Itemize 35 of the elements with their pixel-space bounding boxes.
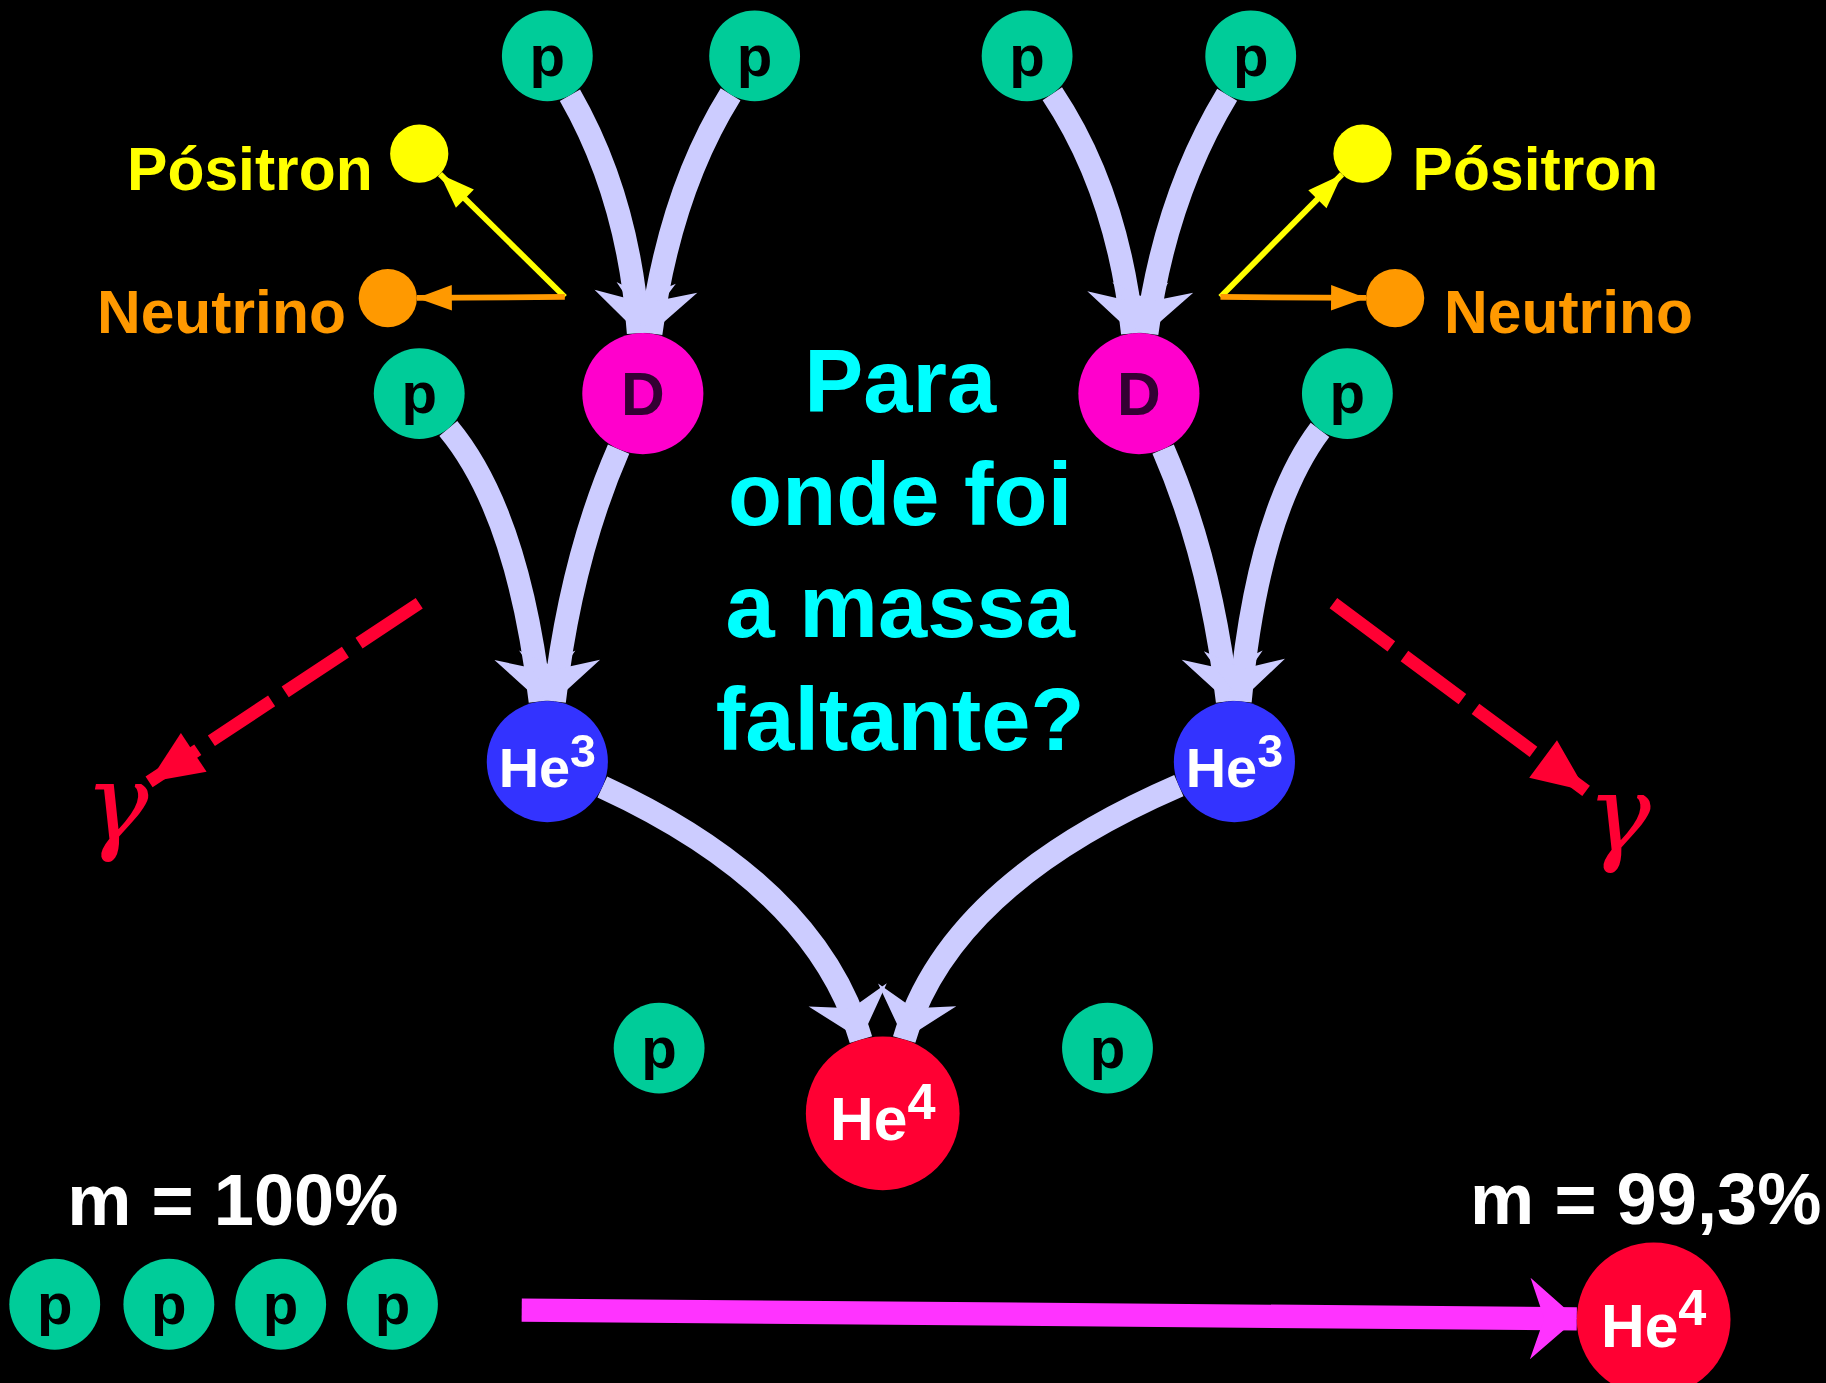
particle-label: He$^{3}$ [498, 727, 596, 796]
particle-label: He$^{3}$ [1185, 727, 1284, 796]
particle-label: p [1089, 1018, 1126, 1078]
arrow [1218, 172, 1345, 299]
particle-label: He$^{4}$ [829, 1077, 936, 1150]
particle-name: Neutrino [96, 281, 346, 343]
particle-label: D [620, 363, 665, 424]
particle-label: p [36, 1275, 73, 1334]
arrow [559, 89, 676, 335]
particle-label: p [374, 1275, 411, 1334]
particle-label: He$^{4}$ [1600, 1283, 1707, 1356]
particle-label: p [401, 364, 437, 423]
arrow [416, 284, 565, 311]
arrow [1329, 598, 1590, 797]
arrow [521, 1277, 1577, 1360]
mass-label: m = 99,3% [1470, 1163, 1822, 1236]
question-text: Para onde foi a massa faltante? [714, 330, 1086, 771]
arrow [145, 597, 423, 788]
arrow [1152, 444, 1263, 703]
particle-name: Pósitron [127, 138, 373, 200]
arrow [1204, 423, 1330, 703]
particle-label: D [1117, 363, 1161, 424]
arrow [1113, 88, 1238, 336]
particle-label: p [262, 1275, 299, 1334]
arrow [1042, 87, 1168, 335]
particle-name: Pósitron [1412, 138, 1659, 200]
particle-label: p [151, 1275, 187, 1334]
arrow [1220, 284, 1367, 311]
mass-label: m = 100% [66, 1164, 400, 1237]
arrow [519, 444, 630, 703]
arrow [617, 88, 741, 336]
particle-name: Neutrino [1444, 281, 1693, 343]
particle-label: p [1329, 364, 1366, 423]
arrow [439, 421, 575, 703]
arrow [880, 775, 1184, 1044]
